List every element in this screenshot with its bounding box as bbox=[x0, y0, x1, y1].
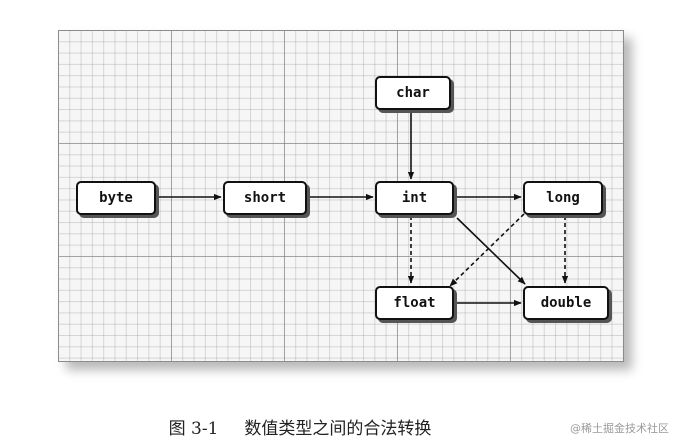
node-int: int bbox=[375, 181, 454, 215]
node-float: float bbox=[375, 286, 454, 320]
node-long: long bbox=[523, 181, 603, 215]
node-double: double bbox=[523, 286, 609, 320]
node-char: char bbox=[375, 76, 451, 110]
figure-caption: 图 3-1 数值类型之间的合法转换 bbox=[0, 414, 600, 439]
edge-long-float bbox=[449, 213, 525, 287]
watermark: @稀土掘金技术社区 bbox=[570, 422, 669, 435]
figure-title: 数值类型之间的合法转换 bbox=[244, 419, 432, 439]
node-byte: byte bbox=[76, 181, 156, 215]
edge-int-double bbox=[456, 217, 526, 285]
node-short: short bbox=[223, 181, 307, 215]
figure-number: 图 3-1 bbox=[168, 419, 219, 439]
